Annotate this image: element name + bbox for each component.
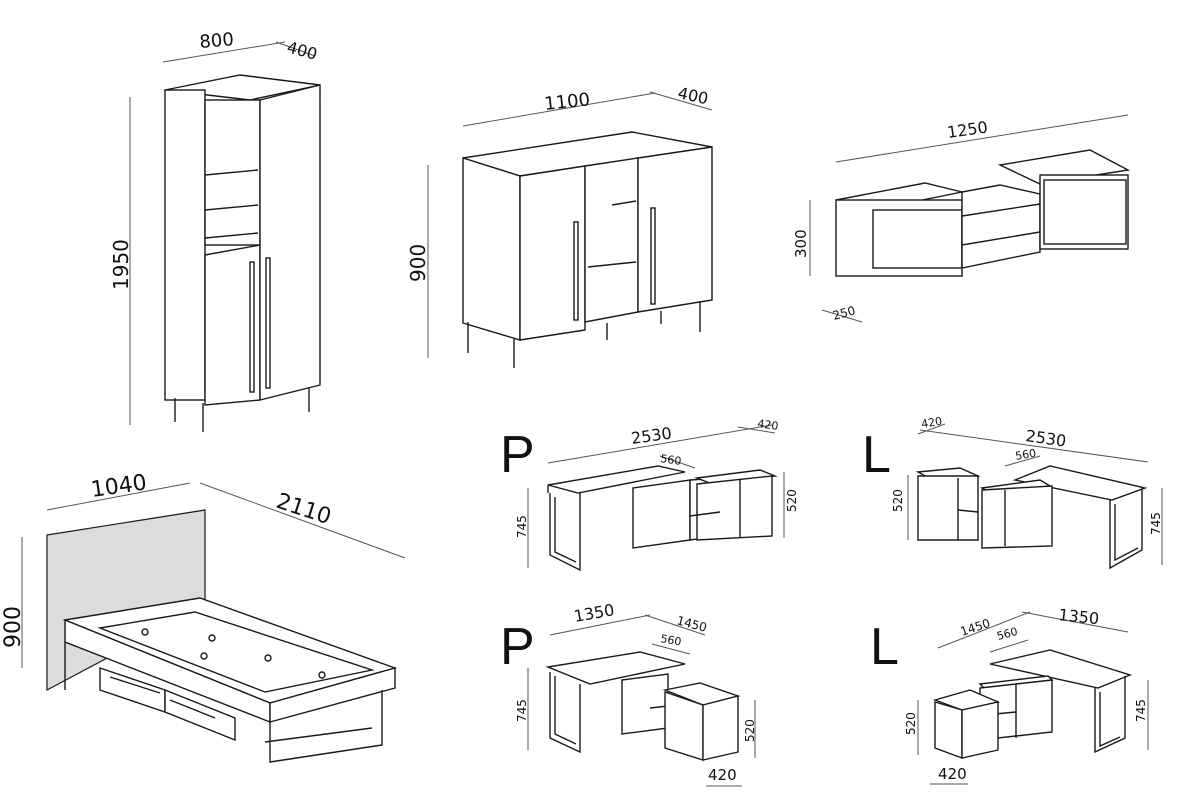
sideboard-height-label: 900 bbox=[406, 244, 430, 282]
desk-p-corner-cabinet-height: 520 bbox=[743, 719, 757, 742]
desk-p-corner-inner: 560 bbox=[659, 632, 682, 648]
desk-p-straight-height: 745 bbox=[515, 515, 529, 538]
desk-l-straight-letter: L bbox=[862, 426, 891, 484]
desk-l-straight-drawing bbox=[907, 423, 1163, 570]
bed-length-label: 2110 bbox=[273, 489, 334, 530]
desk-p-corner-drawing bbox=[527, 614, 756, 787]
desk-l-straight-height: 745 bbox=[1149, 512, 1163, 535]
sideboard-depth-label: 400 bbox=[676, 83, 710, 108]
desk-l-straight-cabinet-height: 520 bbox=[891, 489, 905, 512]
desk-l-corner-cabinet-width: 420 bbox=[938, 765, 967, 783]
desk-l-corner-height: 745 bbox=[1134, 699, 1148, 722]
desk-l-straight-depth: 420 bbox=[920, 415, 943, 431]
desk-p-straight-length: 2530 bbox=[630, 423, 673, 447]
desk-p-straight-letter: P bbox=[500, 426, 535, 484]
desk-l-corner-drawing bbox=[917, 611, 1149, 785]
desk-l-straight-inner: 560 bbox=[1014, 447, 1037, 463]
shelf-depth-label: 250 bbox=[831, 303, 857, 322]
wardrobe-width-label: 800 bbox=[199, 29, 235, 53]
wall-shelf-drawing bbox=[809, 114, 1131, 323]
desk-l-corner-letter: L bbox=[870, 618, 899, 676]
desk-l-corner-cabinet-height: 520 bbox=[904, 712, 918, 735]
sideboard-width-label: 1100 bbox=[543, 89, 591, 115]
shelf-height-label: 300 bbox=[792, 229, 810, 258]
sideboard-drawing bbox=[427, 91, 713, 368]
desk-l-corner-length-b: 1350 bbox=[1058, 605, 1100, 628]
desk-l-corner-length-a: 1450 bbox=[959, 616, 992, 639]
desk-p-corner-length-b: 1450 bbox=[675, 613, 708, 634]
desk-p-straight-drawing bbox=[527, 424, 785, 572]
wardrobe-height-label: 1950 bbox=[109, 239, 133, 290]
desk-p-corner-cabinet-width: 420 bbox=[708, 766, 737, 784]
bed-height-label: 900 bbox=[1, 606, 26, 648]
desk-l-corner-inner: 560 bbox=[995, 625, 1019, 643]
desk-p-straight-depth: 420 bbox=[757, 417, 780, 433]
desk-p-corner-length-a: 1350 bbox=[572, 600, 615, 626]
desk-p-straight-inner: 560 bbox=[660, 452, 683, 468]
desk-p-corner-height: 745 bbox=[515, 699, 529, 722]
desk-p-straight-cabinet-height: 520 bbox=[785, 489, 799, 512]
wardrobe-drawing bbox=[129, 41, 321, 432]
bed-drawing bbox=[21, 482, 406, 763]
desk-p-corner-letter: P bbox=[500, 618, 535, 676]
bed-width-label: 1040 bbox=[89, 470, 148, 503]
wardrobe-depth-label: 400 bbox=[285, 38, 319, 64]
